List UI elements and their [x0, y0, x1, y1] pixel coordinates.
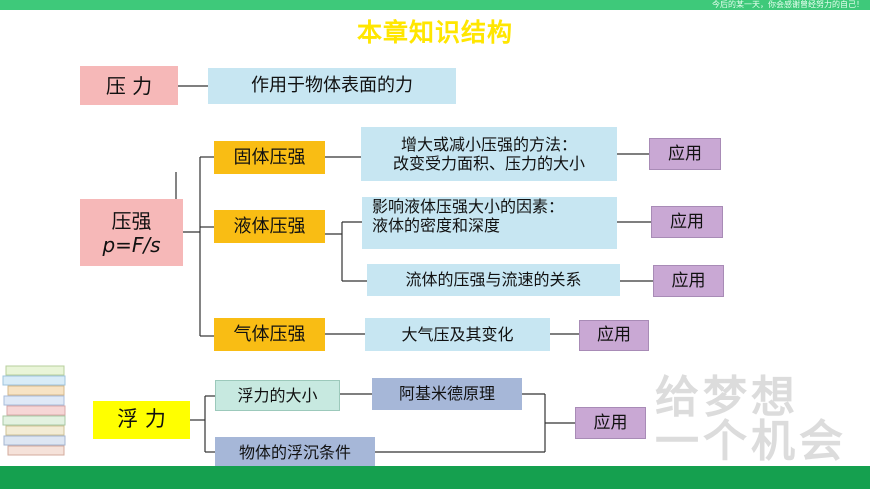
liquid-pressure-apply: 应用 [651, 206, 723, 238]
watermark: 给梦想 一个机会 [655, 376, 847, 464]
pressure-definition: 作用于物体表面的力 [208, 68, 456, 104]
pressure-intensity-node: 压强 p=F/s [80, 199, 183, 266]
archimedes-principle: 阿基米德原理 [372, 378, 522, 410]
solid-pressure-apply: 应用 [649, 138, 721, 170]
buoyancy-node: 浮 力 [93, 401, 190, 439]
gas-pressure-node: 气体压强 [214, 318, 325, 351]
gas-pressure-apply: 应用 [579, 320, 649, 351]
watermark-line2: 一个机会 [655, 420, 847, 464]
fluid-flow-relation: 流体的压强与流速的关系 [367, 264, 620, 296]
factor-line2: 液体的密度和深度 [372, 216, 500, 235]
solid-pressure-node: 固体压强 [214, 141, 325, 174]
liquid-pressure-node: 液体压强 [214, 210, 325, 243]
atmospheric-pressure: 大气压及其变化 [365, 318, 550, 351]
floating-condition: 物体的浮沉条件 [215, 437, 375, 468]
solid-pressure-method: 增大或减小压强的方法： 改变受力面积、压力的大小 [361, 127, 617, 181]
buoyancy-apply: 应用 [575, 407, 646, 439]
book-stack-icon [2, 362, 72, 457]
pressure-node: 压 力 [80, 66, 178, 105]
buoyancy-size: 浮力的大小 [215, 380, 340, 411]
factor-line1: 影响液体压强大小的因素： [372, 197, 564, 216]
method-line2: 改变受力面积、压力的大小 [393, 154, 585, 173]
fluid-flow-apply: 应用 [653, 265, 724, 297]
watermark-line1: 给梦想 [655, 376, 847, 420]
pressure-intensity-label: 压强 [112, 209, 152, 233]
liquid-pressure-factors: 影响液体压强大小的因素： 液体的密度和深度 [362, 197, 617, 249]
method-line1: 增大或减小压强的方法： [401, 135, 577, 154]
pressure-formula: p=F/s [102, 233, 160, 257]
bottom-bar [0, 466, 870, 489]
